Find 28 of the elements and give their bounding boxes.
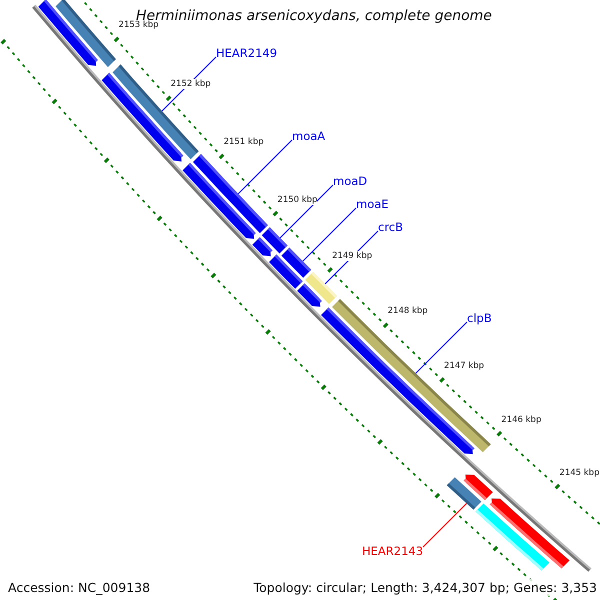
tick-label: 2151 kbp — [224, 137, 264, 148]
tick-label: 2146 kbp — [501, 414, 542, 425]
tick-label: 2152 kbp — [170, 79, 211, 90]
gene-label: clpB — [467, 311, 492, 325]
gene-label: HEAR2149 — [216, 46, 278, 60]
gene-segment — [182, 162, 256, 239]
gene-segment — [269, 254, 303, 289]
gene-segment — [297, 283, 322, 307]
leader-line — [302, 208, 356, 262]
leader-line — [238, 140, 292, 194]
gene-segment — [490, 498, 570, 568]
leader-line — [415, 322, 468, 374]
gene-label: crcB — [378, 220, 404, 234]
tick-label: 2153 kbp — [118, 20, 159, 30]
gene-label: HEAR2143 — [362, 544, 424, 558]
tick-label: 2148 kbp — [388, 306, 428, 316]
gene-segment — [38, 0, 98, 66]
leader-line — [422, 502, 468, 548]
tick-label: 2147 kbp — [444, 360, 484, 371]
gene-label: moaD — [333, 174, 368, 188]
tick-label: 2150 kbp — [277, 194, 318, 205]
tick-label: 2149 kbp — [332, 250, 372, 261]
gene-label: moaE — [356, 197, 389, 211]
tick-label: 2145 kbp — [559, 468, 600, 478]
leader-line — [280, 184, 334, 238]
gene-label: moaA — [292, 129, 326, 143]
gene-segment — [252, 237, 273, 256]
gene-segment — [464, 474, 493, 500]
